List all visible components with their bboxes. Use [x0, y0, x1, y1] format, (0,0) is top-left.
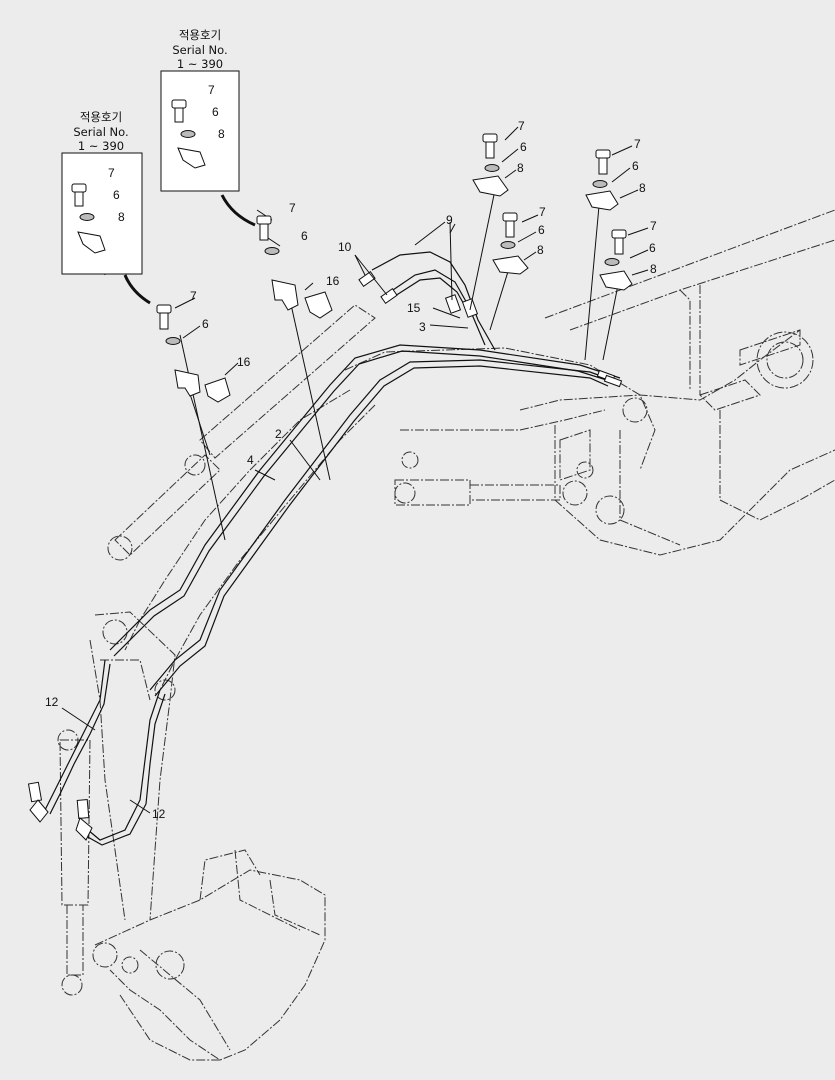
inset-lower-korean: 적용호기 [80, 110, 122, 124]
callout-2: 2 [275, 427, 282, 441]
washer-icon [180, 130, 196, 138]
callout-12: 12 [45, 695, 59, 709]
bolt-icon [256, 215, 272, 241]
bolt-icon [595, 149, 611, 175]
callout-8: 8 [650, 262, 657, 276]
callout-6: 6 [202, 317, 209, 331]
inset-upper-serial-label: Serial No. [172, 43, 227, 57]
callout-3: 3 [419, 320, 426, 334]
inset-box-lower [61, 152, 143, 275]
washer-icon [264, 247, 280, 255]
clamp-icon [492, 255, 529, 275]
bolt-icon [482, 133, 498, 159]
callout-6: 6 [649, 241, 656, 255]
callout-7: 7 [108, 166, 115, 180]
callout-12: 12 [152, 807, 166, 821]
callout-8: 8 [118, 210, 125, 224]
callout-6: 6 [632, 159, 639, 173]
clamp-icon [472, 175, 509, 197]
callout-6: 6 [212, 105, 219, 119]
clamp-icon [599, 270, 633, 291]
callout-8: 8 [537, 243, 544, 257]
callout-6: 6 [113, 188, 120, 202]
bolt-icon [171, 99, 187, 123]
washer-icon [165, 337, 181, 345]
hardware-parts [71, 99, 633, 403]
washer-icon [592, 180, 608, 188]
washer-icon [500, 241, 516, 249]
callout-6: 6 [538, 223, 545, 237]
callout-8: 8 [218, 127, 225, 141]
inset-upper-korean: 적용호기 [179, 28, 221, 42]
inset-box-upper [160, 70, 240, 192]
callout-7: 7 [208, 83, 215, 97]
clamp-icon [174, 369, 201, 397]
clamp-icon [177, 147, 206, 169]
callout-6: 6 [520, 140, 527, 154]
washer-icon [79, 213, 95, 221]
callout-labels: 7 6 8 7 6 8 7 6 10 16 7 6 16 9 15 3 2 4 … [45, 83, 657, 821]
callout-7: 7 [289, 201, 296, 215]
callout-7: 7 [190, 289, 197, 303]
bolt-icon [71, 183, 87, 207]
clamp-icon [271, 279, 299, 311]
inset-lower-serial-label: Serial No. [73, 125, 128, 139]
washer-icon [484, 164, 500, 172]
clamp-icon [304, 291, 333, 319]
clamp-icon [204, 377, 231, 403]
callout-15: 15 [407, 301, 421, 315]
callout-6: 6 [301, 229, 308, 243]
callout-7: 7 [650, 219, 657, 233]
callout-8: 8 [639, 181, 646, 195]
callout-8: 8 [517, 161, 524, 175]
callout-7: 7 [539, 205, 546, 219]
clamp-icon [77, 231, 106, 254]
callout-7: 7 [518, 119, 525, 133]
callout-10: 10 [338, 240, 352, 254]
inset-lower-range: 1 ~ 390 [78, 139, 124, 153]
bolt-icon [156, 304, 172, 330]
bolt-icon [502, 212, 518, 238]
washer-icon [604, 258, 620, 266]
callout-4: 4 [247, 453, 254, 467]
callout-7: 7 [634, 137, 641, 151]
callout-16: 16 [237, 355, 251, 369]
bolt-icon [611, 229, 627, 255]
clamp-icon [585, 190, 619, 211]
callout-16: 16 [326, 274, 340, 288]
hydraulic-hoses [27, 251, 623, 846]
inset-upper-range: 1 ~ 390 [177, 57, 223, 71]
callout-9: 9 [446, 213, 453, 227]
